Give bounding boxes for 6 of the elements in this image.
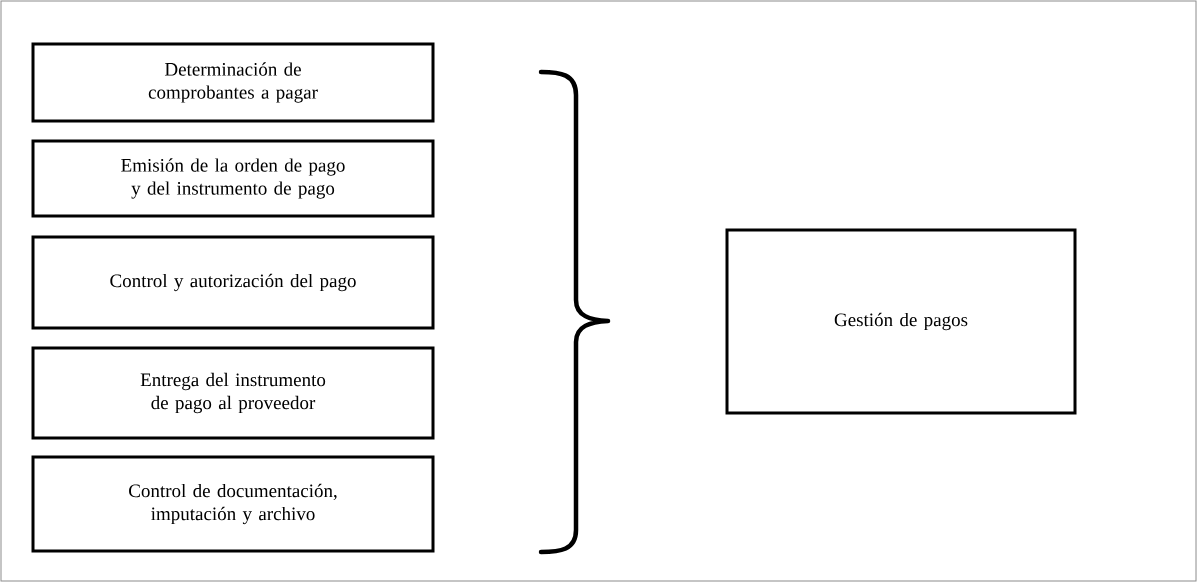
process-box: Emisión de la orden de pago y del instrumento de pago [31,139,435,218]
process-box: Gestión de pagos [725,228,1077,415]
process-box: Determinación de comprobantes a pagar [31,42,435,123]
process-box: Control y autorización del pago [31,235,435,330]
process-box: Control de documentación, imputación y archivo [31,455,435,553]
process-box: Entrega del instrumento de pago al proveedor [31,346,435,440]
